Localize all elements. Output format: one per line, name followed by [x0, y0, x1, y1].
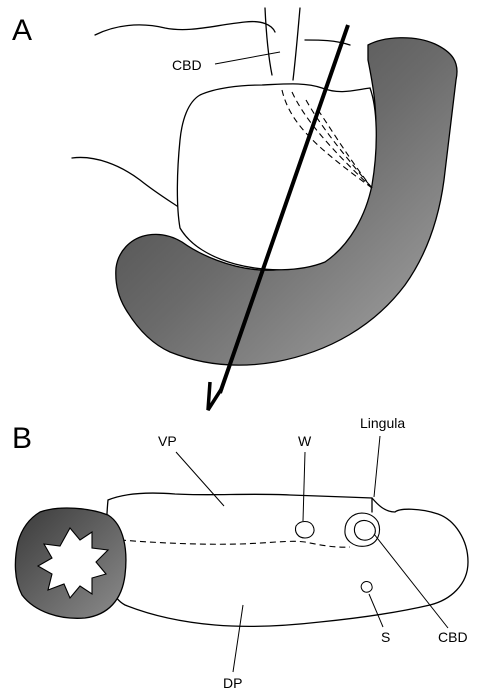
stomach-outline — [94, 20, 276, 36]
duct-s — [360, 581, 373, 593]
leader-w — [302, 451, 306, 522]
label-cbd-b: CBD — [438, 629, 468, 645]
panel-a: A CBD — [12, 7, 458, 411]
dashed-duct-4 — [317, 109, 373, 189]
label-dp: DP — [223, 675, 242, 691]
left-organ-outline — [71, 156, 181, 209]
section-arrow — [206, 24, 350, 411]
label-cbd-a: CBD — [172, 57, 202, 73]
dashed-duct-3 — [305, 99, 373, 189]
duct-w — [294, 520, 315, 539]
label-vp: VP — [158, 433, 177, 449]
dashed-duct-2 — [291, 91, 373, 189]
leader-cbd-a — [214, 51, 281, 65]
dashed-duct-1 — [281, 89, 373, 189]
label-s: S — [381, 629, 390, 645]
leader-lingula — [373, 435, 381, 498]
duodenal-lumen — [36, 527, 110, 600]
pancreatic-head — [176, 83, 377, 271]
vessel-outline — [304, 39, 351, 46]
leader-vp — [175, 451, 225, 507]
duodenal-ring — [14, 507, 127, 619]
leader-dp — [232, 604, 244, 673]
panel-b-letter: B — [12, 422, 32, 455]
panel-a-letter: A — [12, 14, 32, 47]
label-w: W — [298, 433, 312, 449]
leader-cbd-b — [373, 533, 449, 629]
pancreatic-duct — [119, 539, 351, 548]
leader-s — [368, 593, 384, 628]
duct-cbd-inner — [353, 519, 376, 541]
panel-b: B VP W Lingula CBD S DP — [12, 415, 469, 691]
common-bile-duct — [264, 7, 301, 81]
arrow-head-icon — [206, 381, 224, 411]
pancreas-cross-section — [105, 492, 469, 628]
label-lingula: Lingula — [360, 415, 405, 431]
